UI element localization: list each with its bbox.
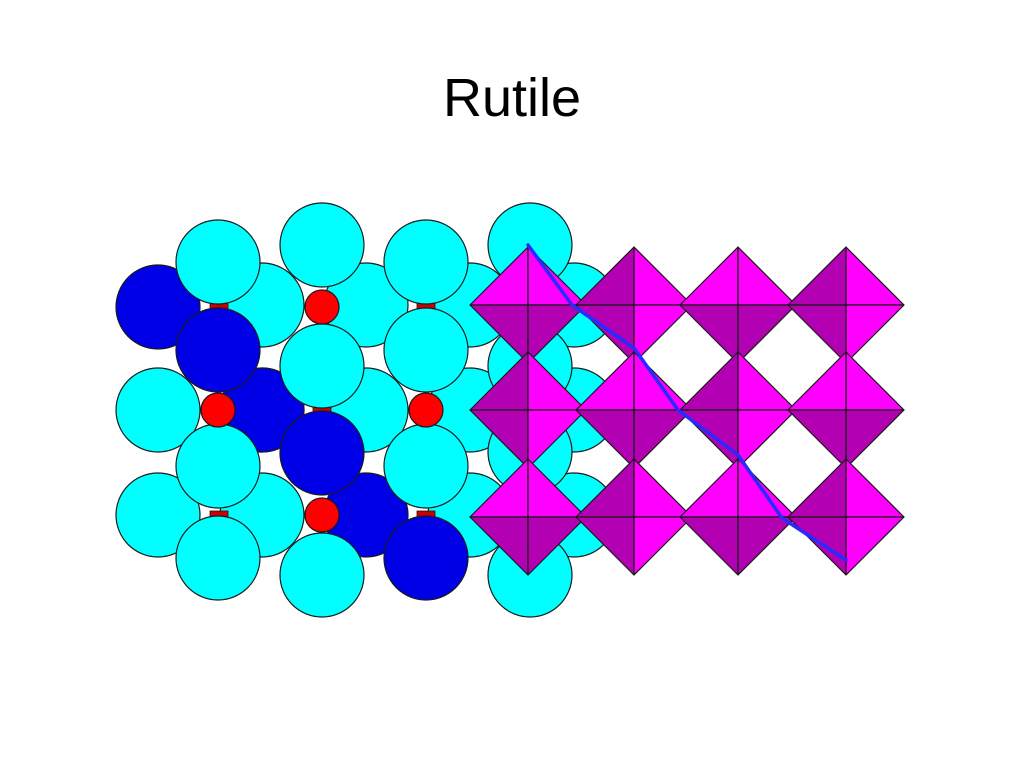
octahedron-face <box>845 409 905 469</box>
octahedra-polyhedral-model <box>469 246 905 576</box>
oxygen-sphere <box>115 367 201 453</box>
octahedron <box>575 458 693 576</box>
octahedron <box>787 351 905 469</box>
oxygen-sphere-dark <box>279 410 365 496</box>
chain-line <box>526 243 848 562</box>
oxygen-sphere <box>175 515 261 601</box>
octahedron-face <box>633 409 693 469</box>
octahedron <box>469 246 587 364</box>
octahedron-face <box>679 246 739 306</box>
octahedron-face <box>787 304 847 364</box>
oxygen-sphere <box>383 307 469 393</box>
octahedron-face <box>679 458 739 518</box>
octahedron-face <box>633 458 693 518</box>
oxygen-sphere <box>383 423 469 509</box>
titanium-atom <box>304 289 340 325</box>
octahedron-face <box>737 516 797 576</box>
oxygen-sphere-dark <box>175 307 261 393</box>
oxygen-sphere <box>279 323 365 409</box>
octahedron <box>469 351 587 469</box>
octahedron <box>787 458 905 576</box>
octahedron-face <box>787 458 847 518</box>
octahedron-face <box>787 409 847 469</box>
oxygen-sphere <box>279 202 365 288</box>
titanium-atom <box>200 392 236 428</box>
octahedra-chain-line <box>526 243 848 562</box>
oxygen-sphere <box>175 219 261 305</box>
octahedron <box>575 351 693 469</box>
octahedron-face <box>845 516 905 576</box>
titanium-atom <box>304 497 340 533</box>
octahedron-face <box>845 246 905 306</box>
octahedron-face <box>737 304 797 364</box>
slide-title: Rutile <box>442 68 582 128</box>
octahedron <box>679 458 797 576</box>
octahedron <box>469 458 587 576</box>
oxygen-sphere-dark <box>115 264 201 350</box>
octahedron <box>575 246 693 364</box>
octahedron <box>679 246 797 364</box>
octahedron-face <box>679 351 739 411</box>
octahedron-face <box>679 304 739 364</box>
oxygen-sphere <box>383 219 469 305</box>
titanium-atom <box>408 392 444 428</box>
octahedron-face <box>845 458 905 518</box>
octahedron-face <box>737 409 797 469</box>
octahedron-face <box>737 351 797 411</box>
oxygen-sphere-dark <box>383 515 469 601</box>
oxygen-sphere <box>115 472 201 558</box>
octahedron-face <box>633 246 693 306</box>
octahedron-face <box>787 246 847 306</box>
octahedron <box>679 351 797 469</box>
octahedron-face <box>679 516 739 576</box>
octahedron-face <box>845 304 905 364</box>
oxygen-sphere <box>279 532 365 618</box>
octahedron-face <box>787 351 847 411</box>
octahedron-face <box>737 246 797 306</box>
octahedron-face <box>633 516 693 576</box>
oxygen-sphere <box>175 423 261 509</box>
octahedron <box>787 246 905 364</box>
octahedron-face <box>633 304 693 364</box>
octahedron-face <box>845 351 905 411</box>
